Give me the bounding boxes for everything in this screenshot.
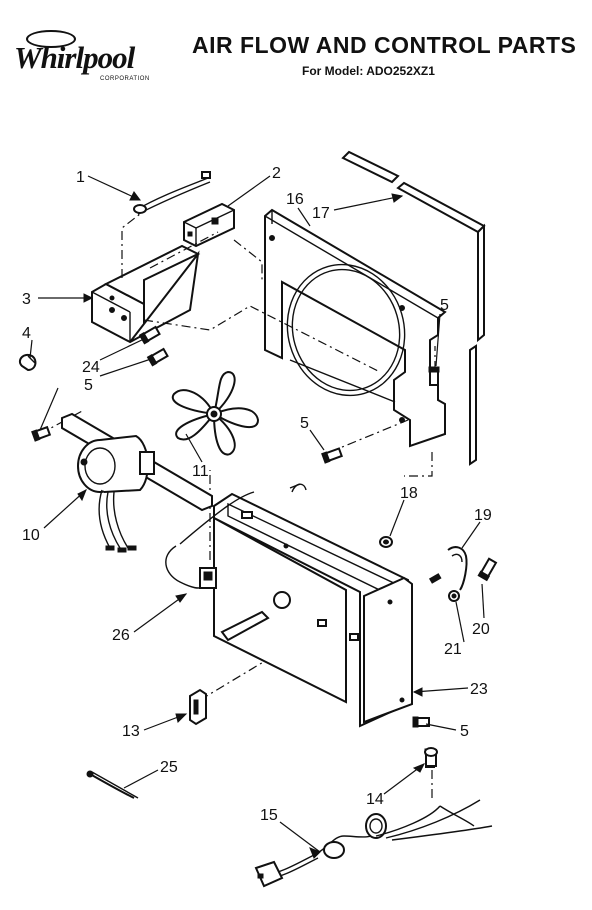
fan-blade [171, 370, 260, 456]
terminal-block [189, 688, 207, 726]
page-title: AIR FLOW AND CONTROL PARTS [192, 32, 577, 58]
logo-oval-icon [26, 30, 76, 48]
sensor-wire [133, 171, 211, 215]
callout-23: 23 [470, 681, 488, 698]
grommet [379, 536, 393, 548]
callout-11: 11 [192, 463, 209, 480]
shroud-panel [264, 208, 447, 448]
whirlpool-logo: Whirlpool CORPORATION [14, 26, 174, 90]
brand-name: Whirlpool [14, 40, 135, 75]
callout-17: 17 [312, 205, 330, 222]
callout-13: 13 [122, 723, 140, 740]
callout-26: 26 [112, 627, 130, 644]
sensor-probe [86, 770, 139, 799]
wire-clip [18, 354, 37, 372]
callout-15: 15 [260, 807, 278, 824]
callout-16: 16 [286, 191, 304, 208]
callout-5a: 5 [84, 377, 93, 394]
callout-2: 2 [272, 165, 281, 182]
header: Whirlpool CORPORATION AIR FLOW AND CONTR… [0, 0, 592, 100]
callout-5d: 5 [460, 723, 469, 740]
hinge-bracket [447, 546, 468, 602]
power-cord [254, 799, 493, 888]
fan-motor [61, 412, 213, 553]
callout-20: 20 [472, 621, 490, 638]
callout-14: 14 [366, 791, 384, 808]
relay-harness [165, 491, 255, 589]
callout-25: 25 [160, 759, 178, 776]
strain-relief [424, 747, 438, 767]
callout-5b: 5 [440, 297, 449, 314]
callout-10: 10 [22, 527, 40, 544]
callout-5c: 5 [300, 415, 309, 432]
callout-labels: 1 2 3 4 5 5 5 5 10 11 13 14 15 16 17 18 … [22, 165, 492, 824]
callout-4: 4 [22, 325, 31, 342]
callout-19: 19 [474, 507, 492, 524]
callout-18: 18 [400, 485, 418, 502]
control-housing [213, 483, 442, 728]
callout-1: 1 [76, 169, 85, 186]
callout-3: 3 [22, 291, 31, 308]
callout-21: 21 [444, 641, 462, 658]
model-number: For Model: ADO252XZ1 [302, 64, 435, 78]
brand-subtitle: CORPORATION [100, 76, 150, 82]
leader-arrows [77, 191, 426, 859]
selector-switch [183, 202, 235, 248]
control-bracket [91, 244, 201, 344]
gasket-strips [341, 150, 486, 466]
callout-24: 24 [82, 359, 100, 376]
